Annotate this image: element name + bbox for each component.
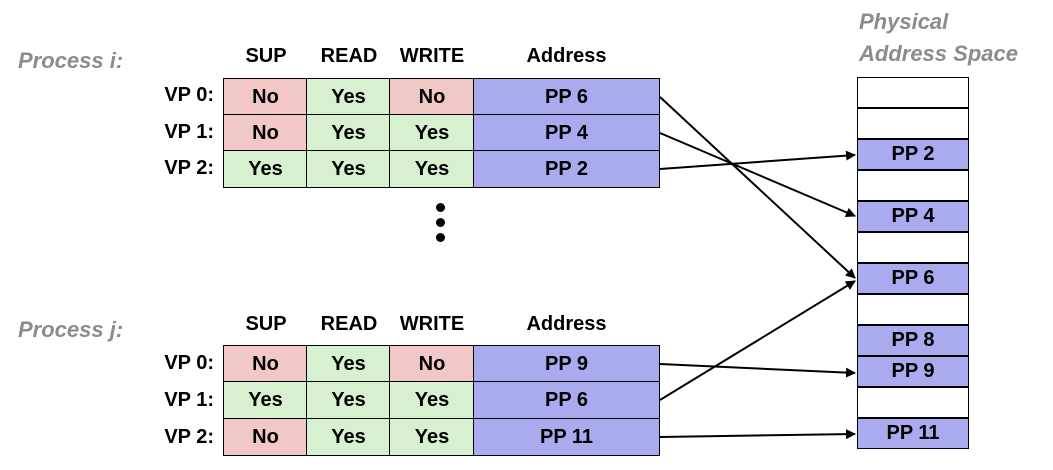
arrow-i-vp1-to-pp4 bbox=[659, 132, 856, 218]
arrow-i-vp0-to-pp6 bbox=[659, 96, 856, 279]
memory-block bbox=[857, 294, 969, 325]
read-cell: Yes bbox=[306, 150, 391, 188]
ellipsis-dot bbox=[436, 218, 445, 227]
process-i-label: Process i: bbox=[18, 48, 124, 73]
vp-label: VP 2: bbox=[164, 426, 214, 448]
vp-label: VP 2: bbox=[164, 157, 214, 179]
sup-cell: No bbox=[223, 418, 308, 456]
physical-title-line1: Physical bbox=[859, 9, 949, 34]
vp-label: VP 0: bbox=[164, 352, 214, 374]
sup-cell: No bbox=[223, 114, 308, 152]
memory-block: PP 2 bbox=[857, 139, 969, 170]
write-cell: Yes bbox=[389, 150, 475, 188]
address-cell: PP 11 bbox=[473, 418, 660, 456]
memory-block: PP 8 bbox=[857, 325, 969, 356]
memory-block bbox=[857, 77, 969, 108]
memory-block: PP 6 bbox=[857, 263, 969, 294]
read-cell: Yes bbox=[306, 418, 391, 456]
address-cell: PP 2 bbox=[473, 150, 660, 188]
write-cell: No bbox=[389, 345, 475, 383]
vp-label: VP 1: bbox=[164, 389, 214, 411]
header-read-j: READ bbox=[320, 313, 378, 335]
read-cell: Yes bbox=[306, 114, 391, 152]
header-address-j: Address bbox=[526, 313, 607, 335]
sup-cell: Yes bbox=[223, 150, 308, 188]
arrow-j-vp1-to-pp6 bbox=[659, 280, 856, 401]
header-write-j: WRITE bbox=[399, 313, 465, 335]
memory-block bbox=[857, 387, 969, 418]
write-cell: Yes bbox=[389, 418, 475, 456]
memory-block bbox=[857, 170, 969, 201]
write-cell: Yes bbox=[389, 114, 475, 152]
vp-label: VP 1: bbox=[164, 121, 214, 143]
vp-label: VP 0: bbox=[164, 84, 214, 106]
address-cell: PP 6 bbox=[473, 381, 660, 419]
memory-block bbox=[857, 232, 969, 263]
memory-block: PP 11 bbox=[857, 418, 969, 449]
header-sup-i: SUP bbox=[245, 45, 287, 67]
memory-block: PP 4 bbox=[857, 201, 969, 232]
address-cell: PP 9 bbox=[473, 345, 660, 383]
physical-title-line2: Address Space bbox=[859, 41, 1018, 66]
sup-cell: No bbox=[223, 345, 308, 383]
ellipsis-dot bbox=[436, 203, 445, 212]
memory-block bbox=[857, 108, 969, 139]
sup-cell: Yes bbox=[223, 381, 308, 419]
header-write-i: WRITE bbox=[399, 45, 465, 67]
read-cell: Yes bbox=[306, 381, 391, 419]
header-address-i: Address bbox=[526, 45, 607, 67]
arrow-j-vp0-to-pp9 bbox=[659, 363, 856, 378]
memory-block: PP 9 bbox=[857, 356, 969, 387]
ellipsis-dot bbox=[436, 233, 445, 242]
process-j-label: Process j: bbox=[18, 317, 124, 342]
arrow-i-vp2-to-pp2 bbox=[659, 150, 856, 170]
header-read-i: READ bbox=[320, 45, 378, 67]
arrow-j-vp2-to-pp11 bbox=[659, 429, 856, 440]
header-sup-j: SUP bbox=[245, 313, 287, 335]
